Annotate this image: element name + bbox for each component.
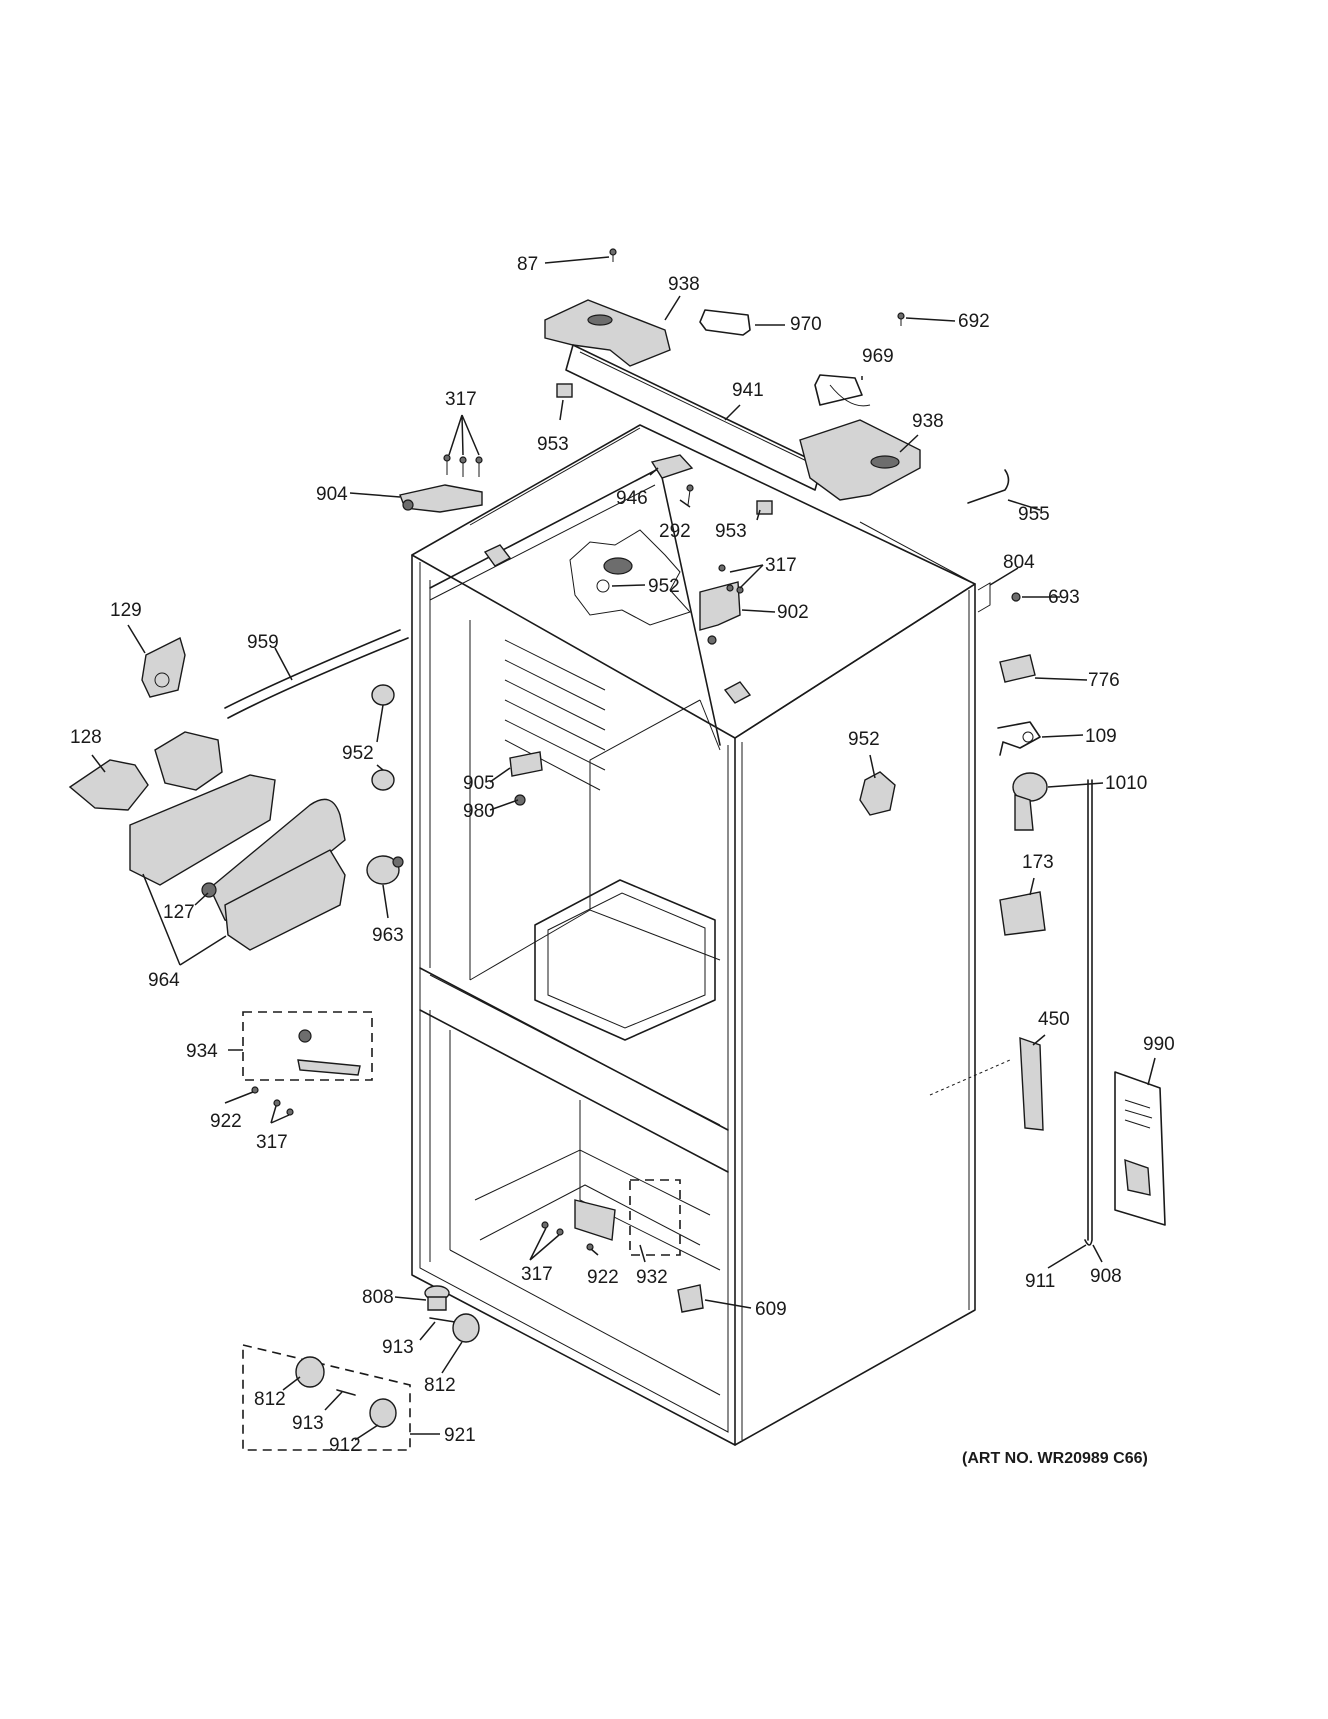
callout-450: 450 xyxy=(1038,1009,1070,1030)
callout-922-left: 922 xyxy=(210,1111,242,1132)
callout-959: 959 xyxy=(247,632,279,653)
callout-317-freezer: 317 xyxy=(521,1264,553,1285)
callout-905: 905 xyxy=(463,773,495,794)
refrigerator-cabinet xyxy=(411,424,1011,1446)
callout-902: 902 xyxy=(777,602,809,623)
callout-776: 776 xyxy=(1088,670,1120,691)
callout-804: 804 xyxy=(1003,552,1035,573)
callout-941: 941 xyxy=(732,380,764,401)
art-number: (ART NO. WR20989 C66) xyxy=(962,1450,1148,1467)
top-rail-assembly xyxy=(544,248,1010,515)
callout-938-left: 938 xyxy=(668,274,700,295)
callout-952-top: 952 xyxy=(648,576,680,597)
water-filter-assembly xyxy=(68,629,409,951)
hinge-bracket-902 xyxy=(699,564,744,645)
callout-964: 964 xyxy=(148,970,180,991)
callout-317-top: 317 xyxy=(445,389,477,410)
callout-969: 969 xyxy=(862,346,894,367)
callout-911: 911 xyxy=(1025,1271,1055,1292)
callout-913-upper: 913 xyxy=(382,1337,414,1358)
callout-921: 921 xyxy=(444,1425,476,1446)
callout-127: 127 xyxy=(163,902,195,923)
callout-932: 932 xyxy=(636,1267,668,1288)
callout-990: 990 xyxy=(1143,1034,1175,1055)
callout-693: 693 xyxy=(1048,587,1080,608)
callout-970: 970 xyxy=(790,314,822,335)
right-side-parts xyxy=(997,592,1166,1246)
callout-912: 912 xyxy=(329,1435,361,1456)
callout-87: 87 xyxy=(517,254,538,275)
callout-317-lower: 317 xyxy=(256,1132,288,1153)
callout-938-right: 938 xyxy=(912,411,944,432)
callout-963: 963 xyxy=(372,925,404,946)
callout-128: 128 xyxy=(70,727,102,748)
callout-953-right: 953 xyxy=(715,521,747,542)
callout-292: 292 xyxy=(659,521,691,542)
callout-692: 692 xyxy=(958,311,990,332)
callout-955: 955 xyxy=(1018,504,1050,525)
callout-913-lower: 913 xyxy=(292,1413,324,1434)
callout-317-mid: 317 xyxy=(765,555,797,576)
callout-173: 173 xyxy=(1022,852,1054,873)
lower-left-parts xyxy=(242,1011,681,1451)
callout-908: 908 xyxy=(1090,1266,1122,1287)
callout-946: 946 xyxy=(616,488,648,509)
callout-953-left: 953 xyxy=(537,434,569,455)
callout-812-upper: 812 xyxy=(424,1375,456,1396)
callout-904: 904 xyxy=(316,484,348,505)
callout-808: 808 xyxy=(362,1287,394,1308)
callout-129: 129 xyxy=(110,600,142,621)
callout-812-lower: 812 xyxy=(254,1389,286,1410)
callout-934: 934 xyxy=(186,1041,218,1062)
leader-lines xyxy=(91,256,1156,1441)
callout-980: 980 xyxy=(463,801,495,822)
callout-labels: 87 938 970 692 969 941 317 938 953 904 9… xyxy=(70,254,1175,1467)
hinge-bracket-904 xyxy=(399,454,483,513)
callout-609: 609 xyxy=(755,1299,787,1320)
callout-922-freezer: 922 xyxy=(587,1267,619,1288)
callout-1010: 1010 xyxy=(1105,773,1147,794)
callout-109: 109 xyxy=(1085,726,1117,747)
callout-952-right: 952 xyxy=(848,729,880,750)
callout-952-left: 952 xyxy=(342,743,374,764)
